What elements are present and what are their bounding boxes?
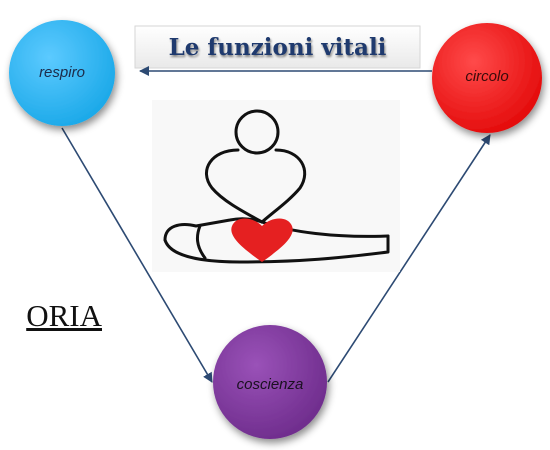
- node-label-circolo: circolo: [465, 68, 509, 85]
- node-coscienza: [213, 325, 327, 439]
- node-label-respiro: respiro: [39, 64, 85, 81]
- heart-icon: [231, 218, 293, 262]
- partial-underlined-text: ORIA: [26, 298, 102, 333]
- edge-coscienza-to-circolo: [327, 134, 491, 383]
- cpr-chest-compression-icon: [163, 109, 390, 264]
- title-panel: [134, 25, 421, 69]
- edge-respiro-to-coscienza: [61, 127, 213, 383]
- diagram-title: Le funzioni vitali: [168, 33, 387, 61]
- node-respiro: [9, 20, 115, 126]
- node-circolo: [432, 23, 542, 133]
- node-label-coscienza: coscienza: [236, 376, 304, 393]
